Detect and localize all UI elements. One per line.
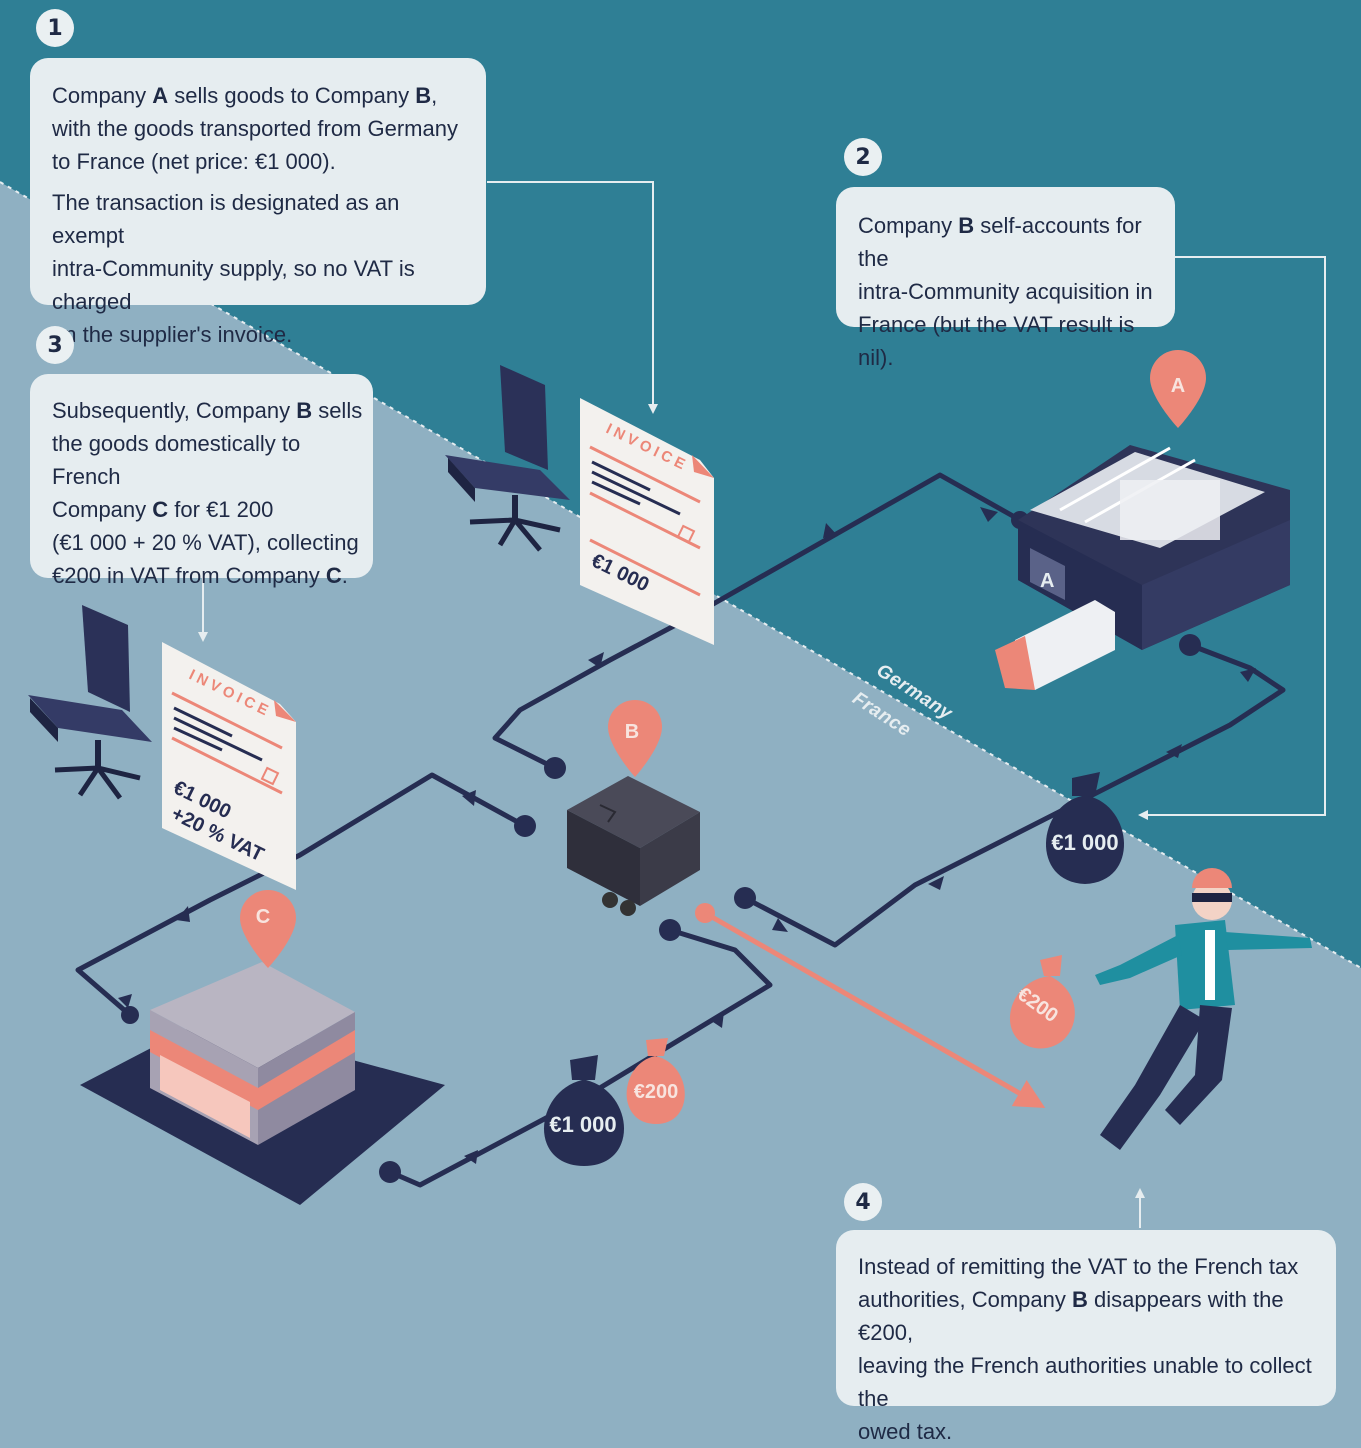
pin-a-label: A [1171,375,1185,397]
running-man-icon [1095,868,1312,1150]
warehouse-door-label: A [1040,570,1054,592]
path-b-to-c [75,772,527,1017]
bag-top-label: €1 000 [1051,830,1118,855]
path-a-to-b [492,472,1022,771]
pin-c-label: C [256,906,270,928]
company-b-building-icon [567,776,700,916]
bag-bottom-label: €1 000 [549,1112,616,1137]
step-4-number: 4 [844,1183,882,1221]
office-chair-icon [445,365,570,552]
money-bag-top-icon: €1 000 [1045,772,1125,884]
step-2-number: 2 [844,138,882,176]
step-1-number: 1 [36,9,74,47]
step-3-number: 3 [36,326,74,364]
flow-paths [75,472,1286,1188]
connectors [198,181,1326,1228]
path-money-to-a [743,642,1286,948]
money-bag-bottom-icon: €1 000 [543,1055,625,1166]
pin-b-label: B [625,721,639,743]
path-money-to-b [389,927,773,1188]
step-4-box: Instead of remitting the VAT to the Fren… [836,1230,1336,1444]
money-bag-vat-icon: €200 [626,1038,685,1124]
pin-a-icon: A [1150,350,1206,428]
step-1-box: Company A sells goods to Company B,with … [30,58,486,347]
flow-arrowheads [118,507,1256,1164]
step-1-text-2: The transaction is designated as an exem… [52,190,415,347]
money-bag-fraud-icon: €200 [1009,955,1075,1049]
warehouse-a-icon: A [995,445,1290,690]
bag-vat-label: €200 [634,1081,679,1103]
office-chair-icon [28,605,152,800]
pin-b-icon: B [608,700,662,777]
step-4-text: Instead of remitting the VAT to the Fren… [858,1254,1312,1444]
flow-dots [121,511,1201,1183]
pin-c-icon: C [240,890,296,968]
shop-c-icon [80,962,445,1205]
step-1-text: Company A sells goods to Company B,with … [52,83,458,174]
fraud-arrow [703,910,1046,1108]
